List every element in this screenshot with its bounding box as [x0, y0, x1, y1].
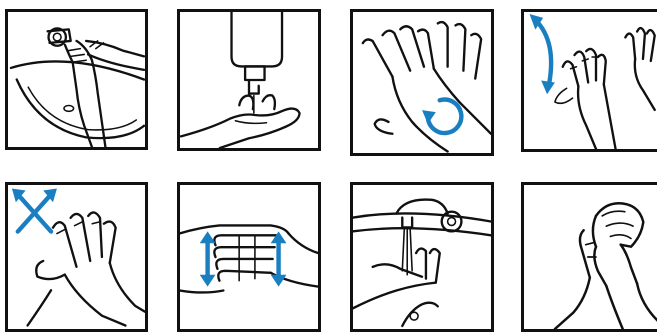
hands	[555, 230, 657, 329]
tap-icon	[48, 28, 71, 45]
dry-hands-illustration	[524, 185, 657, 329]
soap-dispenser-icon	[232, 12, 283, 94]
cupped-hands	[181, 95, 300, 148]
hands	[180, 225, 318, 292]
interlace-fingers-illustration	[8, 185, 145, 329]
hand-inset	[625, 28, 654, 110]
back-of-hands-illustration	[524, 12, 657, 149]
interlock-fingers-illustration	[180, 185, 318, 329]
hands	[65, 41, 144, 147]
step-7-rinse-hands-panel	[350, 182, 494, 332]
rinse-hands-illustration	[353, 185, 491, 329]
step-6-interlock-fingers-panel	[177, 182, 321, 332]
apply-soap-illustration	[180, 12, 318, 148]
step-2-apply-soap-panel	[177, 9, 321, 151]
rub-palms-illustration	[353, 12, 491, 153]
step-8-dry-hands-panel	[521, 182, 657, 332]
rotation-arrow-icon	[422, 100, 461, 134]
water-stream	[402, 229, 412, 274]
wet-hands-illustration	[8, 12, 145, 147]
step-4-back-of-hands-panel	[521, 9, 657, 152]
double-arrow-icon	[529, 14, 554, 94]
hands	[555, 49, 616, 149]
hands	[363, 22, 491, 151]
step-3-rub-palms-panel	[350, 9, 494, 156]
hands	[28, 212, 145, 325]
step-5-interlace-fingers-panel	[5, 182, 148, 332]
towel-icon	[593, 203, 643, 246]
double-arrow-icon	[12, 189, 57, 232]
step-1-wet-hands-panel	[5, 9, 148, 150]
hands	[353, 249, 440, 326]
sink-basin	[353, 213, 491, 235]
